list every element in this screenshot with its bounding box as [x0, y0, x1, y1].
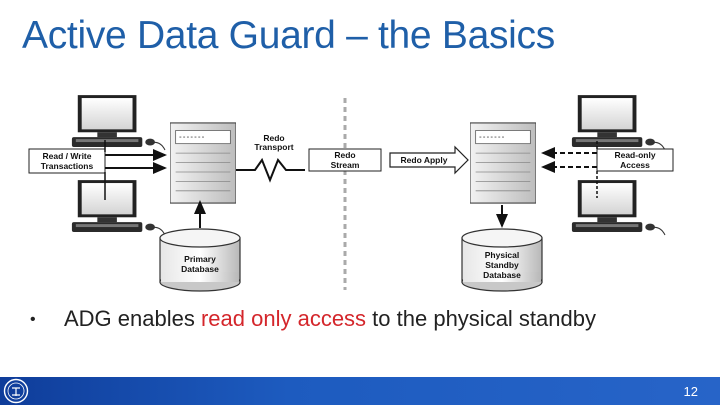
footer-bar: [0, 377, 720, 405]
redo-transport-line: [236, 157, 305, 183]
standby-db-label: Database: [483, 270, 521, 280]
redo-stream-box: [308, 148, 382, 172]
bullet-text-end: to the physical standby: [366, 306, 596, 331]
readonly-pc-icon: [571, 95, 656, 147]
primary-db-label: Database: [181, 264, 219, 274]
primary-db-label: Primary: [184, 254, 216, 264]
data-guard-diagram: Read / Write Transactions Primary Databa…: [28, 95, 674, 292]
bullet-item: • ADG enables read only access to the phy…: [30, 306, 596, 332]
redo-stream-label: Stream: [331, 160, 360, 170]
bullet-dot: •: [30, 311, 36, 328]
page-number: 12: [683, 384, 698, 399]
read-only-access-box: [596, 148, 674, 172]
redo-stream-label: Redo: [334, 150, 355, 160]
transactions-label: Transactions: [41, 161, 94, 171]
institution-logo-icon: [3, 378, 29, 404]
redo-transport-label: Redo: [263, 133, 284, 143]
read-write-label-box: [28, 148, 106, 174]
client-pc-icon: [71, 180, 156, 232]
redo-transport-label: Transport: [254, 142, 293, 152]
client-pc-icon: [71, 95, 156, 147]
primary-server-icon: [170, 122, 236, 204]
redo-apply-arrow: [389, 145, 469, 175]
primary-database-icon: [159, 228, 241, 292]
bullet-text: ADG enables: [64, 306, 201, 331]
read-write-label: Read / Write: [43, 151, 92, 161]
read-only-label: Access: [620, 160, 650, 170]
standby-database-icon: [461, 228, 543, 292]
read-only-label: Read-only: [614, 150, 655, 160]
standby-db-label: Standby: [485, 260, 519, 270]
redo-apply-label: Redo Apply: [401, 155, 448, 165]
readonly-pc-icon: [571, 180, 656, 232]
standby-db-label: Physical: [485, 250, 520, 260]
redo-transport-label-box: [248, 132, 300, 154]
standby-server-icon: [470, 122, 536, 204]
slide-title: Active Data Guard – the Basics: [22, 14, 555, 57]
bullet-highlight: read only access: [200, 306, 367, 331]
